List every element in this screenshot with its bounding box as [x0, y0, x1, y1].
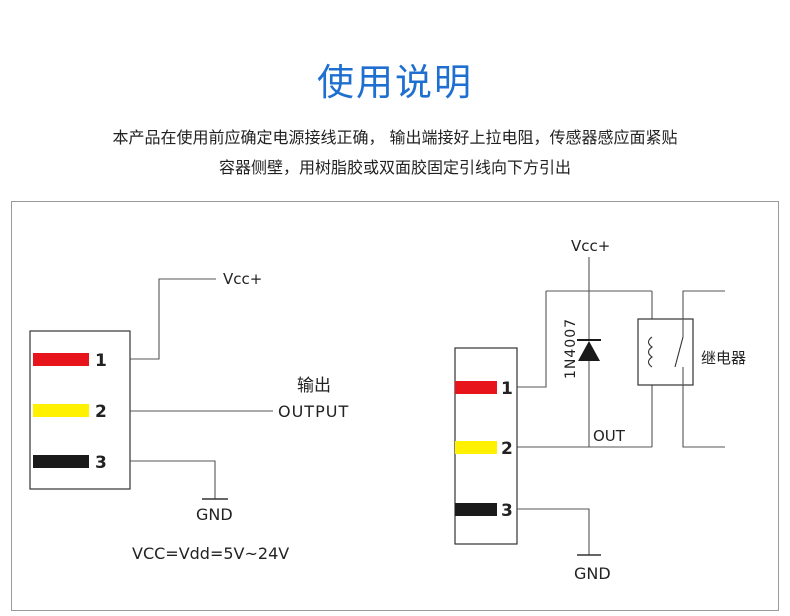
out-label: OUT [593, 427, 626, 445]
right-gnd-label: GND [574, 564, 611, 583]
relay-switch-icon [674, 336, 684, 368]
left-pin-2-number: 2 [95, 402, 107, 422]
left-wiring-diagram: 1 2 3 Vcc+ 输出 OUTPUT GND VCC=Vdd=5V~24V [29, 270, 349, 563]
right-vcc-label: Vcc+ [571, 237, 610, 255]
relay-contact-top-wire [682, 290, 725, 337]
wiring-diagram: 1 2 3 Vcc+ 输出 OUTPUT GND VCC=Vdd=5V~24V … [29, 237, 746, 583]
right-pin-1-number: 1 [501, 379, 513, 399]
right-pin-1-wire [455, 381, 497, 394]
left-pin-2-wire [33, 404, 89, 417]
right-pin-1-wire-line [517, 291, 547, 388]
left-gnd-wire [130, 460, 216, 499]
left-vcc-wire [130, 278, 216, 360]
right-pin-2-wire [455, 441, 497, 454]
relay-contact-bottom-wire [682, 367, 725, 448]
page-title: 使用说明 [317, 61, 473, 104]
description-line-2: 容器侧壁，用树脂胶或双面胶固定引线向下方引出 [218, 158, 571, 177]
supply-voltage-note: VCC=Vdd=5V~24V [132, 544, 289, 563]
diode-symbol [578, 341, 600, 361]
left-pin-3-wire [33, 455, 89, 468]
relay-label: 继电器 [701, 349, 746, 367]
diode-label: 1N4007 [563, 318, 579, 379]
wiring-diagram-panel: 1 2 3 Vcc+ 输出 OUTPUT GND VCC=Vdd=5V~24V … [11, 201, 779, 611]
right-wiring-diagram: Vcc+ 1N4007 OUT 继电器 [454, 237, 746, 583]
left-pin-3-number: 3 [95, 453, 107, 473]
right-pin-3-wire [455, 503, 497, 516]
right-pin-3-number: 3 [501, 501, 513, 521]
relay-box [637, 318, 694, 386]
right-gnd-wire [517, 508, 590, 555]
relay-coil-icon [647, 336, 653, 368]
left-gnd-label: GND [196, 505, 233, 524]
right-pin-2-number: 2 [501, 439, 513, 459]
left-output-en-label: OUTPUT [278, 402, 349, 421]
left-vcc-label: Vcc+ [223, 270, 262, 288]
left-output-cn-label: 输出 [297, 376, 331, 396]
description-line-1: 本产品在使用前应确定电源接线正确， 输出端接好上拉电阻，传感器感应面紧贴 [112, 128, 678, 147]
left-pin-1-wire [33, 353, 89, 366]
left-pin-1-number: 1 [95, 351, 107, 371]
